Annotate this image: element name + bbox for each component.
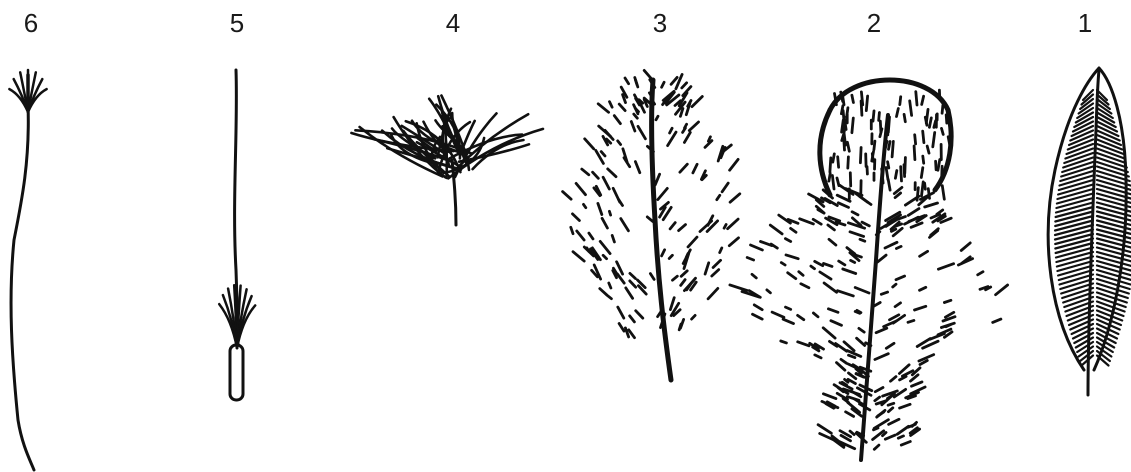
feather-2-contour	[730, 80, 1008, 460]
feather-5-shaft	[230, 70, 243, 400]
feather-6-stalk	[11, 75, 34, 470]
feather-1-flight	[1048, 68, 1131, 395]
feather-3-semiplume	[563, 70, 740, 380]
feather-4-down	[351, 96, 543, 226]
feather-6-tuft	[9, 70, 46, 112]
